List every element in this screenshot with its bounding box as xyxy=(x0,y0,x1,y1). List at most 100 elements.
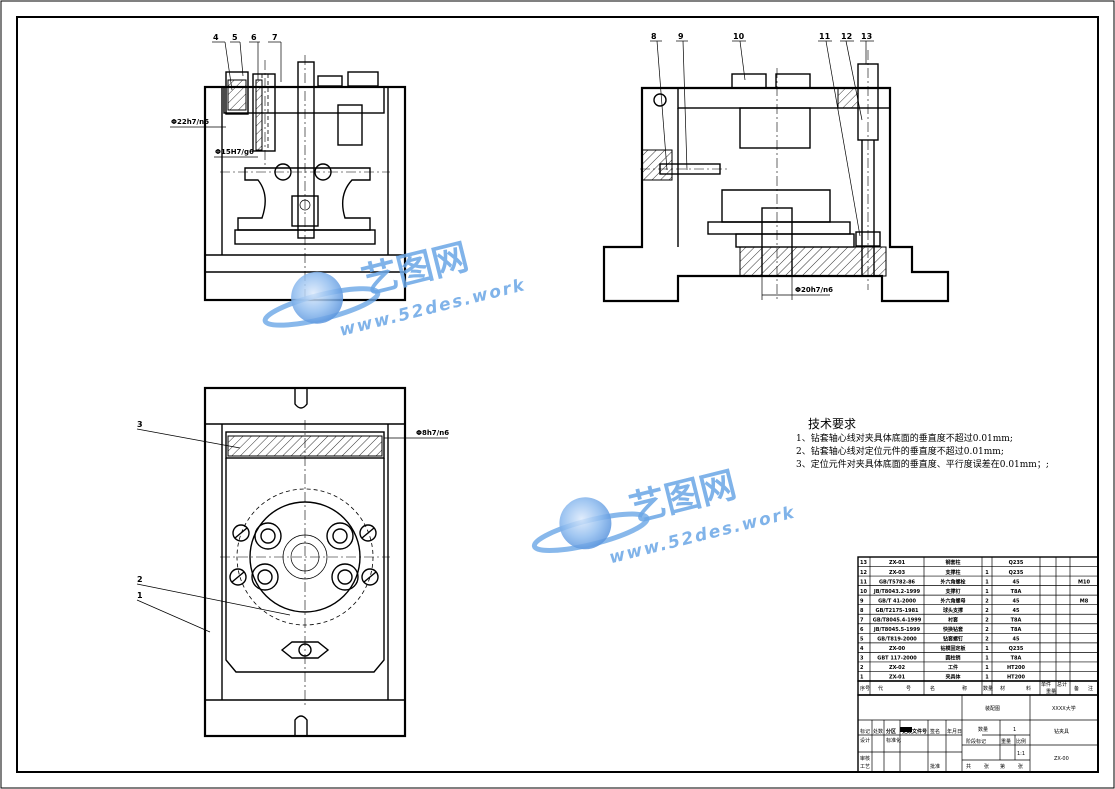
drawing-name: 装配图 xyxy=(985,705,1000,712)
sheet-label2: 张 xyxy=(1018,763,1023,770)
callout-4: 4 xyxy=(213,33,219,42)
bom-cell-no: 9 xyxy=(860,598,864,604)
bom-cell-material: HT200 xyxy=(1007,675,1026,681)
bom-cell-code: ZX-03 xyxy=(889,570,906,576)
dim-phi22: Φ22h7/n6 xyxy=(171,118,209,126)
callout-6: 6 xyxy=(251,33,257,42)
bom-h-no: 序号 xyxy=(860,685,870,692)
bom-cell-qty: 1 xyxy=(985,665,989,671)
watermark-1: 艺图网 www.52des.work xyxy=(262,237,528,341)
watermark-2: 艺图网 www.52des.work xyxy=(531,464,798,568)
bom-cell-material: T8A xyxy=(1011,627,1022,633)
bom-cell-qty: 2 xyxy=(985,617,989,623)
bom-cell-no: 3 xyxy=(860,656,864,662)
bom-cell-name: 衬套 xyxy=(947,616,958,623)
bom-cell-name: 夹具体 xyxy=(945,674,961,681)
bom-cell-material: T8A xyxy=(1011,589,1022,595)
bom-h-name2: 称 xyxy=(962,685,967,692)
bom-cell-name: 外六角螺母 xyxy=(940,597,965,604)
sheet-total: 共 xyxy=(966,763,971,770)
bom-cell-name: 快换钻套 xyxy=(942,626,963,633)
scale-label: 比例 xyxy=(1016,738,1026,745)
qty-value: 1 xyxy=(1013,727,1016,733)
callout-2: 2 xyxy=(137,575,143,584)
bom-cell-qty: 1 xyxy=(985,579,989,585)
callout-5: 5 xyxy=(232,33,238,42)
bom-cell-material: Q235 xyxy=(1009,560,1024,566)
bom-cell-qty: 1 xyxy=(985,570,989,576)
bom-h-mat2: 料 xyxy=(1026,685,1031,692)
bom-cell-code: ZX-01 xyxy=(889,560,906,566)
bom-cell-no: 10 xyxy=(860,589,867,595)
callout-10: 10 xyxy=(733,32,745,41)
bom-cell-no: 12 xyxy=(860,570,867,576)
bom-cell-material: 45 xyxy=(1013,598,1020,604)
tech-req-title: 技术要求 xyxy=(808,417,856,431)
callout-9: 9 xyxy=(678,32,684,41)
bom-cell-code: JB/T8043.2-1999 xyxy=(873,589,921,595)
rev-zone: 分区 xyxy=(886,728,896,735)
bom-cell-name: 钢套柱 xyxy=(945,559,960,566)
bom-cell-no: 1 xyxy=(860,675,864,681)
role-design: 设计 xyxy=(860,737,870,744)
bom-cell-qty: 2 xyxy=(985,637,989,643)
bom-cell-name: 工件 xyxy=(948,664,958,671)
bom-cell-material: T8A xyxy=(1011,656,1022,662)
bom-h-unit: 单件 xyxy=(1041,681,1051,688)
bom-h-total: 总计 xyxy=(1057,681,1067,688)
bom-cell-name: 圆柱销 xyxy=(945,655,960,662)
bom-cell-code: ZX-01 xyxy=(889,675,906,681)
callout-11: 11 xyxy=(819,32,831,41)
scale-value: 1:1 xyxy=(1017,751,1025,757)
bom-cell-code: GB/T8045.4-1999 xyxy=(873,617,922,623)
callout-1: 1 xyxy=(137,591,143,600)
title-block: 装配图 XXXX大学 钻夹具 ZX-00 数量 1 阶段标记 重量 比例 1:1… xyxy=(857,694,1099,773)
qty-label: 数量 xyxy=(978,726,988,733)
dim-phi15: Φ15H7/g6 xyxy=(215,148,254,156)
bom-cell-name: 外六角螺栓 xyxy=(940,578,965,585)
dim-phi8: Φ8h7/n6 xyxy=(416,429,449,437)
front-view xyxy=(203,55,407,302)
bom-cell-no: 4 xyxy=(860,646,864,652)
bom-cell-qty: 1 xyxy=(985,675,989,681)
bom-cell-no: 8 xyxy=(860,608,864,614)
bom-h-weight: 重量 xyxy=(1046,688,1056,695)
bom-cell-name: 钻模固定板 xyxy=(940,645,966,652)
bom-cell-code: JB/T8045.5-1999 xyxy=(873,627,921,633)
bom-cell-no: 13 xyxy=(860,560,867,566)
rev-doc: 更改文件号 xyxy=(902,728,927,735)
drawing-number: ZX-00 xyxy=(1054,756,1069,762)
weight-label: 重量 xyxy=(1001,738,1011,745)
bom-cell-no: 5 xyxy=(860,637,864,643)
drawing-border-inner xyxy=(16,16,1099,773)
callouts-front: 4 5 6 7 Φ22h7/n6 Φ15H7/g6 xyxy=(170,33,282,158)
side-view xyxy=(602,50,950,303)
plan-view xyxy=(203,386,407,738)
org-name: XXXX大学 xyxy=(1052,705,1076,712)
bom-cell-code: ZX-00 xyxy=(889,646,906,652)
globe-logo-icon xyxy=(559,497,612,550)
dim-phi20: Φ20h7/n6 xyxy=(795,286,833,294)
bom-cell-material: 45 xyxy=(1013,579,1020,585)
bom-cell-material: Q235 xyxy=(1009,570,1024,576)
bom-cell-qty: 1 xyxy=(985,656,989,662)
role-check: 审核 xyxy=(860,755,870,762)
bom-h-qty: 数量 xyxy=(983,685,993,692)
part-title: 钻夹具 xyxy=(1054,728,1069,735)
bom-h-note1: 备 xyxy=(1074,685,1079,692)
bom-cell-code: GB/T 41-2000 xyxy=(878,598,916,604)
callout-13: 13 xyxy=(861,32,872,41)
bom-h-mat1: 材 xyxy=(1000,685,1005,692)
bom-cell-code: GB/T5782-86 xyxy=(879,579,916,585)
bom-cell-material: 45 xyxy=(1013,637,1020,643)
callouts-side: 8 9 10 11 12 13 Φ20h7/n6 xyxy=(650,32,874,300)
bom-cell-code: GB/T2175-1981 xyxy=(875,608,919,614)
bom-cell-name: 钻套螺钉 xyxy=(943,636,963,643)
rev-sign: 签名 xyxy=(930,728,940,735)
callout-8: 8 xyxy=(651,32,657,41)
rev-mark: 标记 xyxy=(860,728,870,735)
tech-req-1: 1、钻套轴心线对夹具体底面的垂直度不超过0.01mm; xyxy=(796,432,1013,444)
std-label: 标准化 xyxy=(886,737,901,744)
bom-cell-qty: 1 xyxy=(985,646,989,652)
